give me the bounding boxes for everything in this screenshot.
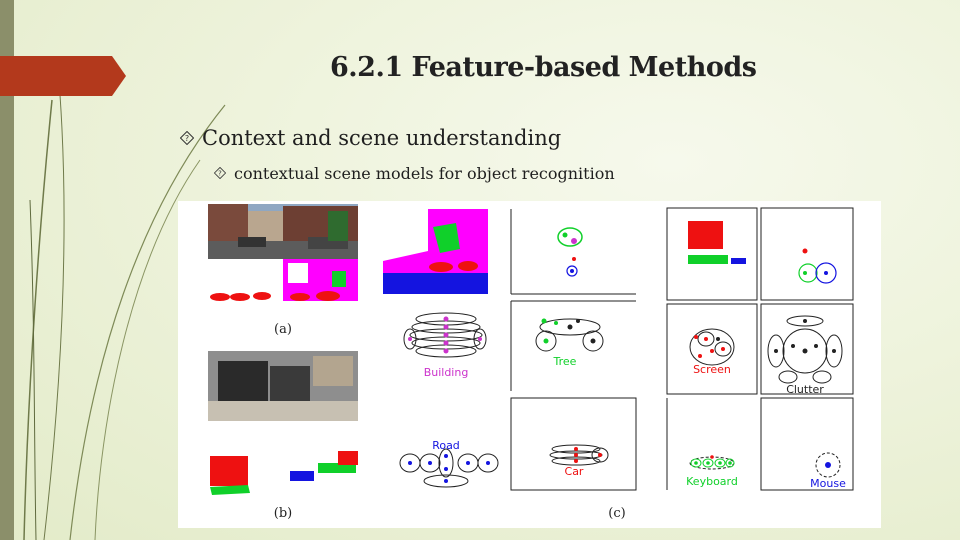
label-clutter: Clutter <box>786 383 824 396</box>
segmentation-map <box>383 209 488 294</box>
title-accent-tab <box>0 56 126 96</box>
tree-model <box>535 318 604 352</box>
bullet-level2: ? contextual scene models for object rec… <box>213 164 615 183</box>
tree-node-top <box>557 227 583 277</box>
side-accent-bar <box>0 0 14 540</box>
diamond-question-icon: ? <box>179 126 195 150</box>
label-screen: Screen <box>693 363 731 376</box>
decorative-swooshes <box>23 94 226 540</box>
keyboard-model <box>689 455 735 470</box>
street-segmentation <box>208 259 358 301</box>
office-photo <box>208 351 358 421</box>
diamond-question-icon: ? <box>213 164 227 183</box>
car-model <box>549 444 609 466</box>
office-seg-cell <box>688 221 746 264</box>
context-model-figure: (a) (b) <box>178 201 881 528</box>
mouse-model <box>815 452 841 478</box>
model-grid-borders <box>510 207 854 491</box>
screen-model <box>689 328 735 366</box>
label-car: Car <box>565 465 584 478</box>
street-photo <box>208 204 358 259</box>
label-building: Building <box>424 366 469 379</box>
svg-text:?: ? <box>218 170 222 178</box>
label-mouse: Mouse <box>810 477 846 490</box>
panel-label-a: (a) <box>274 322 292 337</box>
label-tree: Tree <box>553 355 577 368</box>
label-road: Road <box>432 439 460 452</box>
clutter-model <box>767 315 843 384</box>
office-segmentation <box>210 451 358 495</box>
panel-label-c: (c) <box>608 506 625 521</box>
office-node-cell <box>798 248 837 284</box>
road-model <box>399 448 499 488</box>
bullet-text: contextual scene models for object recog… <box>234 164 615 183</box>
bullet-text: Context and scene understanding <box>202 126 562 150</box>
label-keyboard: Keyboard <box>686 475 738 488</box>
slide-title: 6.2.1 Feature-based Methods <box>330 52 757 83</box>
bullet-level1: ? Context and scene understanding <box>179 126 562 150</box>
svg-text:?: ? <box>185 134 189 143</box>
panel-label-b: (b) <box>274 506 292 521</box>
building-model <box>403 312 487 358</box>
